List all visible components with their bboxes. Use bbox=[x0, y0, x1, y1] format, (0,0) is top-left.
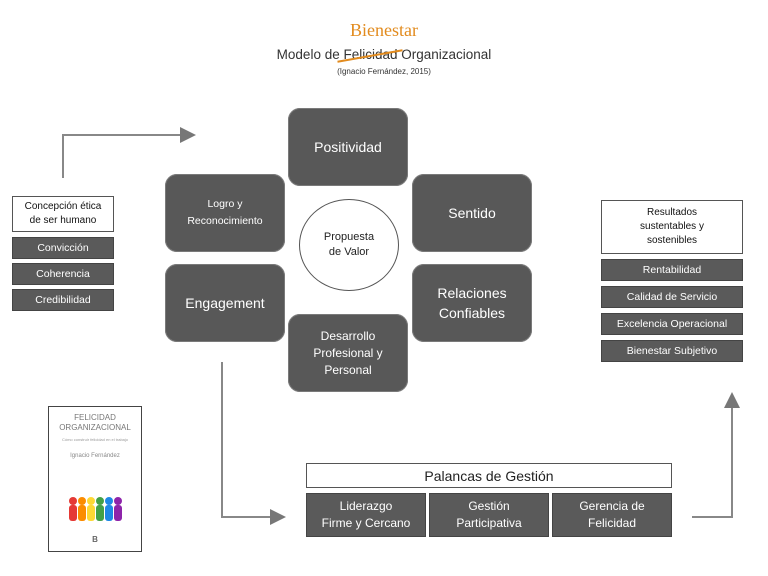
ethics-item-credibilidad: Credibilidad bbox=[12, 289, 114, 311]
book-subtitle: Cómo construir felicidad en el trabajo bbox=[61, 437, 129, 442]
palanca-gerencia: Gerencia de Felicidad bbox=[552, 493, 672, 537]
block-relaciones: Relaciones Confiables bbox=[412, 264, 532, 342]
block-logro-line1: Logro y bbox=[207, 198, 243, 210]
model-title-struck-word: Felicidad bbox=[343, 47, 398, 62]
people-figures-icon bbox=[69, 497, 122, 521]
block-desarrollo: Desarrollo Profesional y Personal bbox=[288, 314, 408, 392]
results-header-line3: sostenibles bbox=[646, 235, 698, 246]
palanca-liderazgo-line1: Liderazgo bbox=[339, 499, 393, 513]
palanca-gestion-line1: Gestión bbox=[468, 499, 510, 513]
model-author: (Ignacio Fernández, 2015) bbox=[337, 67, 431, 76]
book-author: Ignacio Fernández bbox=[70, 453, 120, 459]
block-desarrollo-line1: Desarrollo bbox=[320, 328, 376, 343]
block-logro-line2: Reconocimiento bbox=[187, 215, 263, 227]
bienestar-overwrite: Bienestar bbox=[350, 20, 418, 40]
results-header: Resultados sustentables y sostenibles bbox=[601, 200, 743, 254]
palanca-gerencia-line1: Gerencia de bbox=[579, 499, 645, 513]
block-positividad-label: Positividad bbox=[314, 139, 382, 155]
block-relaciones-line1: Relaciones bbox=[437, 285, 507, 301]
value-proposal-line1: Propuesta bbox=[323, 231, 375, 243]
results-item-bienestar: Bienestar Subjetivo bbox=[601, 340, 743, 362]
palanca-gestion-line2: Participativa bbox=[456, 516, 522, 530]
results-item-calidad: Calidad de Servicio bbox=[601, 286, 743, 308]
palanca-gerencia-line2: Felicidad bbox=[587, 516, 637, 530]
block-engagement: Engagement bbox=[165, 264, 285, 342]
value-proposal-line2: de Valor bbox=[328, 246, 370, 258]
results-header-line2: sustentables y bbox=[640, 221, 704, 232]
block-logro: Logro y Reconocimiento bbox=[165, 174, 285, 252]
palancas-header: Palancas de Gestión bbox=[306, 463, 672, 488]
block-desarrollo-line3: Personal bbox=[324, 362, 372, 377]
arrow-palancas-to-results bbox=[692, 392, 740, 518]
results-item-rentabilidad: Rentabilidad bbox=[601, 259, 743, 281]
palanca-liderazgo: Liderazgo Firme y Cercano bbox=[306, 493, 426, 537]
ethics-header-line2: de ser humano bbox=[29, 215, 97, 226]
results-item-excelencia: Excelencia Operacional bbox=[601, 313, 743, 335]
book-title: FELICIDAD ORGANIZACIONAL bbox=[49, 413, 141, 433]
block-sentido-label: Sentido bbox=[448, 205, 496, 221]
ethics-header: Concepción ética de ser humano bbox=[12, 196, 114, 232]
block-desarrollo-line2: Profesional y bbox=[313, 345, 383, 360]
model-title-prefix: Modelo de bbox=[276, 47, 344, 62]
value-proposal-circle: Propuesta de Valor bbox=[299, 199, 399, 291]
palanca-gestion: Gestión Participativa bbox=[429, 493, 549, 537]
block-engagement-label: Engagement bbox=[185, 295, 265, 311]
model-title-suffix: Organizacional bbox=[397, 47, 492, 62]
ethics-header-line1: Concepción ética bbox=[24, 201, 102, 212]
ethics-item-conviccion: Convicción bbox=[12, 237, 114, 259]
book-cover: FELICIDAD ORGANIZACIONAL Cómo construir … bbox=[48, 406, 142, 552]
arrow-model-to-palancas bbox=[221, 362, 286, 525]
block-relaciones-line2: Confiables bbox=[438, 305, 506, 321]
book-title-line2: ORGANIZACIONAL bbox=[59, 423, 131, 432]
book-title-line1: FELICIDAD bbox=[74, 413, 116, 422]
block-positividad: Positividad bbox=[288, 108, 408, 186]
results-header-line1: Resultados bbox=[646, 207, 698, 218]
ethics-item-coherencia: Coherencia bbox=[12, 263, 114, 285]
block-sentido: Sentido bbox=[412, 174, 532, 252]
book-publisher-logo: B bbox=[92, 535, 98, 544]
arrow-ethics-to-model bbox=[62, 127, 196, 178]
model-title: Modelo de Felicidad Organizacional bbox=[0, 47, 768, 62]
palanca-liderazgo-line2: Firme y Cercano bbox=[321, 516, 411, 530]
